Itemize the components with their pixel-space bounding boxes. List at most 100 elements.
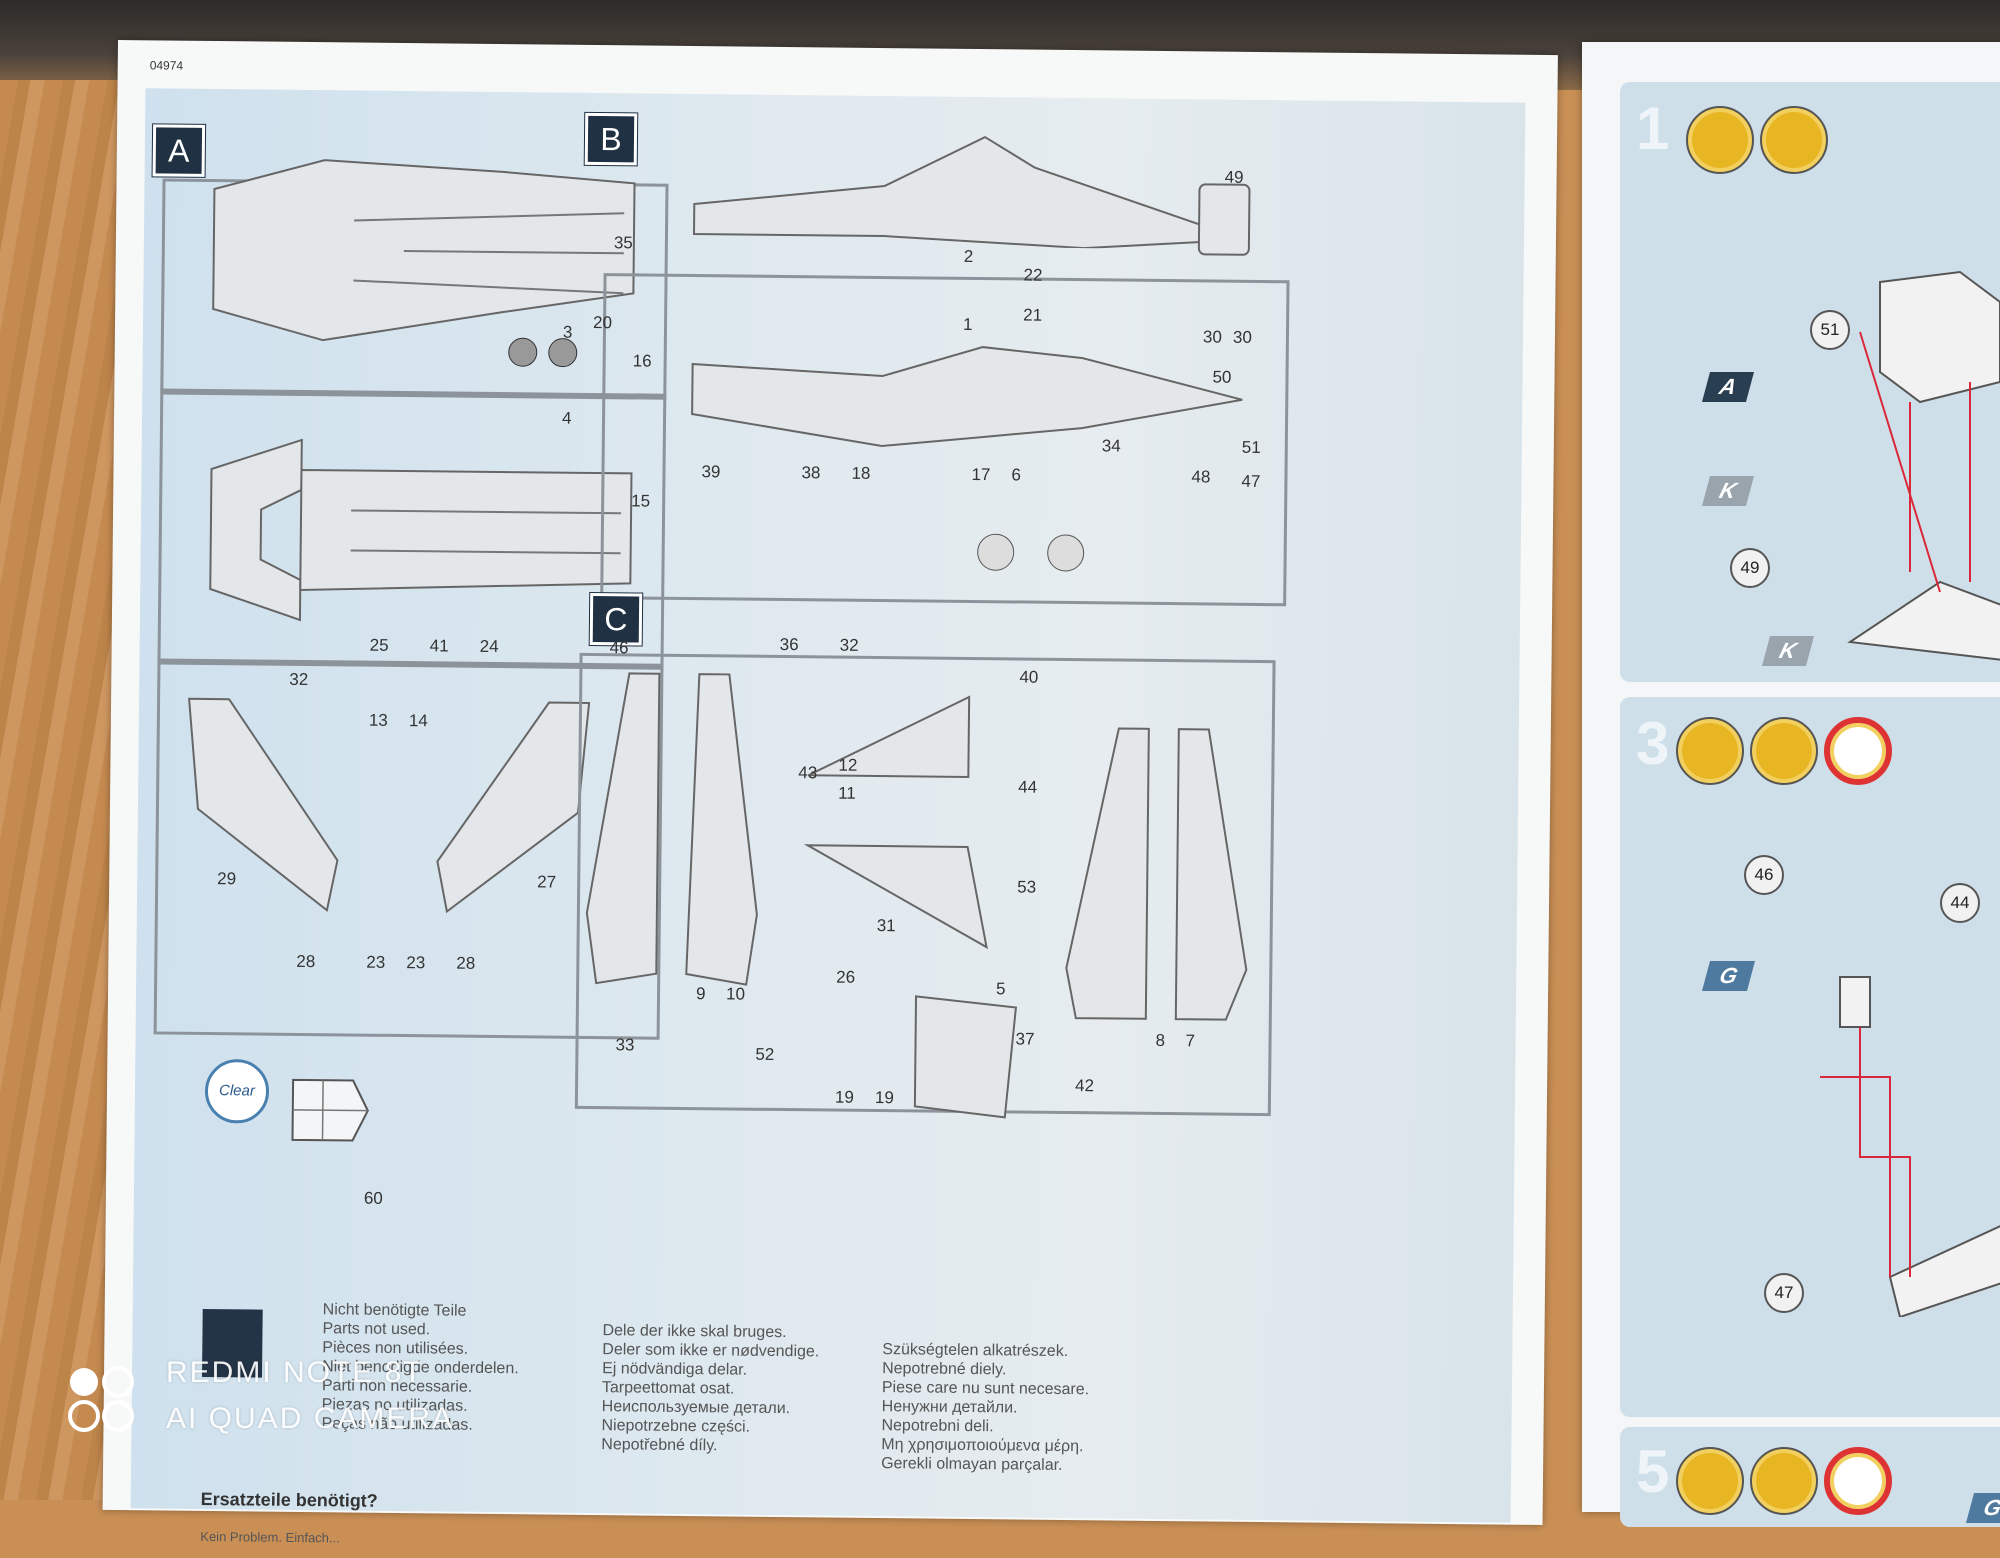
- part-number: 44: [1018, 777, 1038, 797]
- part-number: 5: [996, 979, 1006, 999]
- part-number: 18: [851, 463, 871, 483]
- part-number: 25: [369, 635, 389, 655]
- part-number: 11: [838, 783, 856, 803]
- legend-line: Piese care nu sunt necesare.: [881, 1379, 1090, 1399]
- seat-assembly-drawing: [1847, 270, 2000, 661]
- part-number: 46: [609, 638, 629, 658]
- part-number: 47: [1241, 471, 1261, 491]
- watermark-line-1: REDMI NOTE 8T: [166, 1356, 424, 1389]
- part-number: 50: [1212, 367, 1232, 387]
- part-number: 28: [296, 951, 316, 972]
- legend-column-3: Szükségtelen alkatrészek. Nepotrebné die…: [881, 1340, 1090, 1475]
- part-number: 30: [1232, 327, 1252, 347]
- canopy-part: [291, 1078, 369, 1142]
- clock-icon: [1824, 717, 1892, 785]
- legend-line: Niepotrzebne części.: [601, 1417, 751, 1436]
- legend-line: Dele der ikke skal bruges.: [602, 1322, 787, 1342]
- part-number: 9: [695, 984, 706, 1004]
- part-number: 13: [368, 710, 388, 730]
- part-number: 1: [962, 314, 973, 334]
- landing-gear-assembly-drawing: [1820, 976, 2000, 1317]
- part-9-10-fins: [585, 672, 758, 986]
- legend-line: Gerekli olmayan parçalar.: [881, 1455, 1063, 1474]
- legend-line: Nepotrebni deli.: [881, 1417, 994, 1436]
- part-number: 14: [408, 711, 428, 731]
- part-2-fuselage-half: [692, 135, 1245, 250]
- legend-line: Tarpeettomat osat.: [601, 1379, 735, 1398]
- legend-line: Deler som ikke er nødvendige.: [602, 1341, 820, 1361]
- intake-part-6: [977, 533, 1085, 572]
- part-number: 42: [1075, 1076, 1095, 1096]
- paint-brush-icon: [1750, 717, 1818, 785]
- seat-part-49: [1197, 183, 1251, 256]
- part-3-upper-fuselage: [212, 159, 636, 342]
- step-number: 5: [1636, 1438, 1670, 1505]
- part-number: 31: [876, 915, 896, 936]
- sprue-tag: G: [1701, 961, 1756, 991]
- part-number: 23: [366, 952, 386, 972]
- part-number: 16: [632, 351, 652, 371]
- part-number: 34: [1101, 436, 1121, 456]
- legend-line: Nepotřebné díly.: [601, 1436, 718, 1455]
- part-number: 12: [838, 755, 858, 775]
- clear-part-number: 60: [363, 1188, 383, 1208]
- legend-line: Μη χρησιμοποιούμενα μέρη.: [881, 1436, 1084, 1456]
- part-number: 32: [839, 635, 859, 655]
- part-number: 51: [1241, 437, 1261, 457]
- section-label-b: B: [584, 112, 638, 166]
- part-number: 4: [561, 408, 572, 428]
- part-number: 22: [1023, 265, 1043, 285]
- part-number: 6: [1011, 465, 1022, 485]
- glue-icon: [1686, 106, 1754, 174]
- legend-column-2: Dele der ikke skal bruges. Deler som ikk…: [601, 1321, 819, 1456]
- part-number: 20: [592, 312, 613, 333]
- legend-line: Nepotrebné diely.: [882, 1360, 1007, 1379]
- watermark-line-2: AI QUAD CAMERA: [166, 1402, 455, 1435]
- callout: 44: [1940, 883, 1980, 923]
- camera-watermark-logo: [68, 1366, 134, 1432]
- part-number: 3: [562, 322, 573, 342]
- part-number: 33: [615, 1035, 635, 1055]
- part-number: 8: [1155, 1030, 1166, 1051]
- legend-line: Szükségtelen alkatrészek.: [882, 1341, 1069, 1361]
- part-number: 52: [755, 1044, 775, 1064]
- legend-line: Parts not used.: [322, 1320, 431, 1339]
- part-number: 39: [701, 462, 721, 482]
- callout: 46: [1744, 855, 1784, 895]
- callout: 47: [1764, 1273, 1804, 1313]
- part-number: 43: [798, 763, 818, 783]
- part-5-panel: [913, 995, 1018, 1119]
- legend-line: Неиспользуемые детали.: [601, 1398, 791, 1418]
- wheels-a: [508, 337, 578, 368]
- paint-brush-icon: [1750, 1447, 1818, 1515]
- sprue-panel: A B: [130, 88, 1526, 1545]
- part-7-8-wings: [1065, 727, 1248, 1021]
- part-number: 29: [217, 869, 237, 889]
- sprue-tag: A: [1701, 372, 1754, 402]
- part-number: 37: [1015, 1029, 1035, 1049]
- sprue-tag: K: [1761, 636, 1814, 666]
- part-number: 32: [289, 669, 309, 690]
- page-number: 04974: [149, 58, 184, 73]
- part-number: 40: [1019, 667, 1039, 687]
- part-number: 41: [429, 636, 449, 656]
- part-number: 36: [779, 634, 799, 655]
- part-number: 26: [836, 967, 856, 987]
- part-number: 7: [1185, 1031, 1196, 1051]
- part-number: 10: [725, 984, 746, 1004]
- part-number: 21: [1023, 305, 1043, 325]
- part-number: 30: [1202, 327, 1222, 347]
- sprue-tag: K: [1701, 476, 1754, 506]
- callout: 51: [1810, 310, 1850, 350]
- part-number: 23: [406, 953, 426, 973]
- spare-parts-heading: Ersatzteile benötigt?: [200, 1488, 378, 1511]
- clock-icon: [1824, 1447, 1892, 1515]
- spare-parts-subtext: Kein Problem. Einfach...: [200, 1528, 340, 1546]
- step-number: 3: [1636, 710, 1670, 777]
- legend-line: Ej nödvändiga delar.: [602, 1360, 748, 1379]
- callout: 49: [1730, 548, 1770, 588]
- glue-icon: [1676, 1447, 1744, 1515]
- part-number: 38: [801, 463, 821, 483]
- step-number: 1: [1636, 95, 1670, 162]
- part-number: 24: [479, 636, 499, 657]
